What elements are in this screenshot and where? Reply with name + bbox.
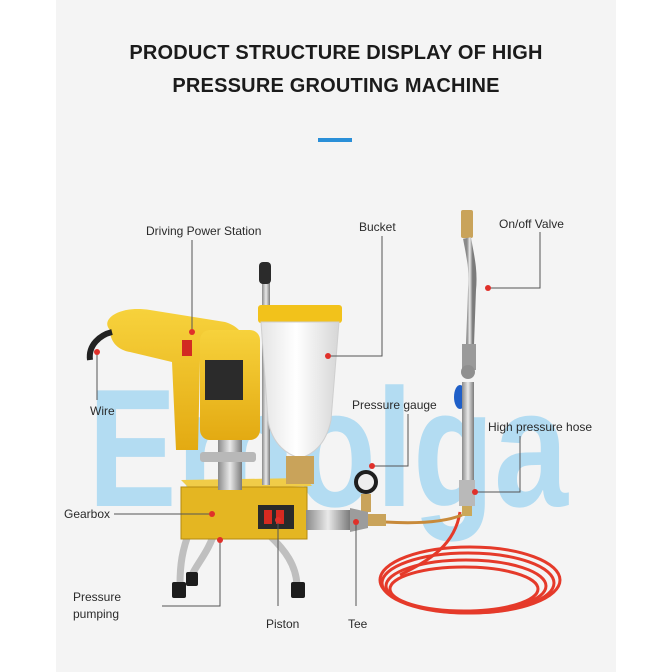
label-pressure-gauge: Pressure gauge	[352, 398, 437, 412]
label-tee: Tee	[348, 617, 367, 631]
label-pressure-pumping-line-1: Pressure	[73, 590, 121, 604]
label-pressure-pumping-line-2: pumping	[73, 607, 119, 621]
label-gearbox: Gearbox	[64, 507, 110, 521]
label-driving-power-station: Driving Power Station	[146, 224, 261, 238]
label-bucket: Bucket	[359, 220, 396, 234]
label-high-pressure-hose: High pressure hose	[488, 420, 592, 434]
label-on-off-valve: On/off Valve	[499, 217, 564, 231]
leg-feet	[172, 572, 305, 598]
label-piston: Piston	[266, 617, 299, 631]
label-wire: Wire	[90, 404, 115, 418]
gearbox-body	[181, 478, 312, 539]
